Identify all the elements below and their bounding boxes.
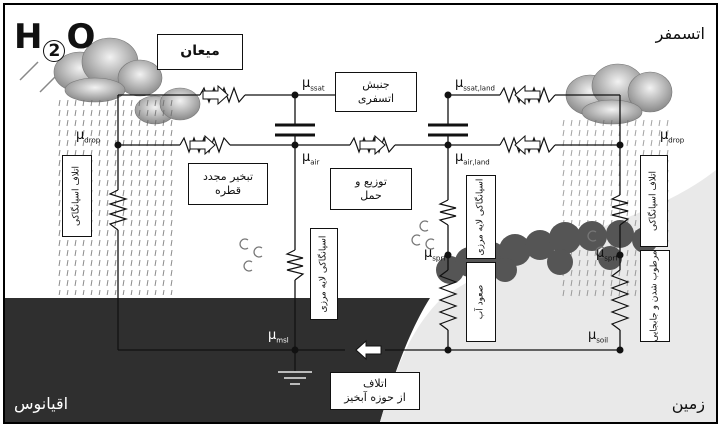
mu-subscript: sprf — [604, 254, 618, 263]
loss-right-box: اتلاف اسپانگاکی — [640, 155, 668, 247]
mu-subscript: soil — [596, 336, 609, 345]
boundary-layer-left-box: اسپانگاکی لایه مرزی — [310, 228, 338, 320]
arrow-icon — [189, 84, 541, 361]
mu-symbol: μ — [455, 76, 464, 91]
region-land-label: زمین — [671, 394, 705, 413]
mu-subscript: sprf — [432, 254, 446, 263]
mu-drop-right-label: μdrop — [660, 128, 684, 145]
loss-left-box: اتلاف اسپانگاکی — [62, 155, 92, 237]
mu-subscript: ssat,land — [463, 84, 495, 93]
formula-subscript: 2 — [43, 40, 66, 62]
mu-symbol: μ — [424, 246, 433, 261]
mu-subscript: air,land — [463, 158, 490, 167]
mu-symbol: μ — [596, 246, 605, 261]
re-evaporation-line2: قطره — [214, 184, 242, 197]
boundary-layer-right-box: اسپانگاکی لایه مرزی — [466, 175, 496, 259]
distribution-line2: حمل — [360, 189, 382, 202]
basin-loss-line2: از حوزه آبخیز — [344, 391, 406, 404]
atmospheric-motion-line2: اتسفری — [357, 92, 395, 105]
mu-subscript: ssat — [310, 84, 325, 93]
capacitor-icon — [275, 123, 315, 137]
mu-subscript: msl — [276, 336, 289, 345]
distribution-box: توزیع و حمل — [330, 168, 412, 210]
circuit-nodes — [114, 91, 624, 354]
loss-right-label: اتلاف اسپانگاکی — [648, 170, 659, 232]
mu-symbol: μ — [302, 150, 311, 165]
methane-label: میعان — [180, 43, 220, 60]
re-evaporation-box: تبخیر مجدد قطره — [188, 163, 268, 205]
mu-symbol: μ — [455, 150, 464, 165]
mu-symbol: μ — [302, 76, 311, 91]
basin-loss-line1: اتلاف — [362, 377, 388, 391]
mu-sprf-right-label: μsprf — [596, 246, 618, 263]
soil-moisture-box: مرطوب شدن و جابجایی — [640, 250, 670, 342]
re-evaporation-line1: تبخیر مجدد — [202, 170, 254, 184]
mu-symbol: μ — [268, 328, 277, 343]
capacitor-icon — [428, 123, 468, 137]
mu-ssat-land-label: μssat,land — [455, 76, 495, 93]
atmospheric-motion-line1: جنبش — [362, 78, 390, 92]
mu-symbol: μ — [76, 128, 85, 143]
mu-subscript: air — [310, 158, 320, 167]
mu-subscript: drop — [668, 136, 685, 145]
atmospheric-motion-box: جنبش اتسفری — [335, 72, 417, 112]
distribution-line1: توزیع و — [355, 175, 387, 189]
region-ocean-label: اقیانوس — [14, 394, 69, 413]
methane-box: میعان — [157, 34, 243, 70]
loss-left-label: اتلاف اسپانگاکی — [71, 165, 82, 227]
mu-air-label: μair — [302, 150, 319, 167]
water-rise-label: صعود آب — [475, 284, 486, 320]
region-atmosphere-label: اتسمفر — [655, 24, 705, 43]
mu-sprf-left-label: μsprf — [424, 246, 446, 263]
soil-moisture-label: مرطوب شدن و جابجایی — [649, 250, 660, 342]
mu-symbol: μ — [588, 328, 597, 343]
mu-symbol: μ — [660, 128, 669, 143]
boundary-layer-left-label: اسپانگاکی لایه مرزی — [318, 235, 329, 313]
mu-ssat-label: μssat — [302, 76, 325, 93]
mu-msl-label: μmsl — [268, 328, 289, 345]
resistor-icon — [107, 189, 630, 331]
boundary-layer-right-label: اسپانگاکی لایه مرزی — [475, 178, 486, 256]
formula-base: H — [14, 17, 43, 57]
ground-icon — [278, 371, 312, 385]
water-rise-box: صعود آب — [466, 262, 496, 342]
mu-subscript: drop — [84, 136, 101, 145]
basin-loss-box: اتلاف از حوزه آبخیز — [330, 372, 420, 410]
mu-air-land-label: μair,land — [455, 150, 490, 167]
vapor-marks — [239, 220, 605, 272]
formula-tail: O — [66, 17, 96, 57]
cloud-icon — [53, 37, 163, 103]
mu-drop-left-label: μdrop — [76, 128, 100, 145]
ocean-area — [5, 298, 430, 422]
mu-soil-label: μsoil — [588, 328, 608, 345]
